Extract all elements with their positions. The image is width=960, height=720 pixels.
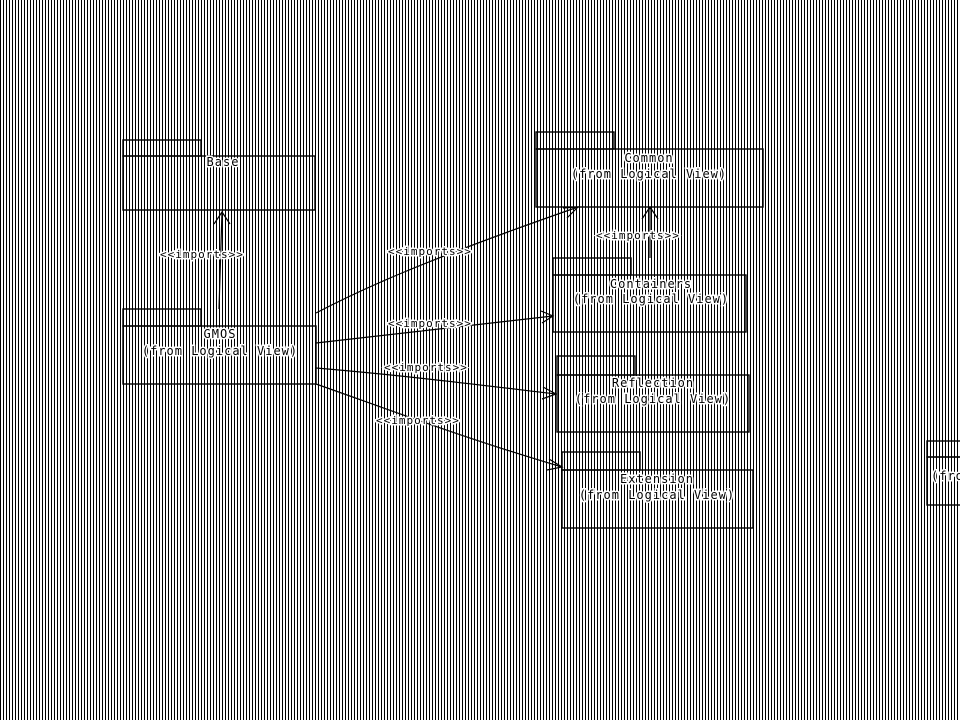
package-extension[interactable]: Extension (from Logical View) — [561, 451, 754, 529]
package-gmos[interactable]: GMOS (from Logical View) — [122, 308, 317, 385]
package-name: Base — [207, 155, 240, 169]
package-common[interactable]: Common (from Logical View) — [535, 131, 764, 208]
package-origin: (from Logical View) — [142, 344, 298, 358]
package-origin: (from Logical View) — [575, 392, 731, 406]
package-name: Extension — [620, 472, 694, 486]
dependency-label-containers-common: <<imports>> — [596, 229, 680, 242]
dependency-gmos-base[interactable] — [213, 210, 231, 310]
dependency-label-gmos-reflection: <<imports>> — [384, 361, 468, 374]
dependency-label-gmos-common: <<imports>> — [388, 245, 472, 258]
package-origin: (fro — [931, 469, 960, 483]
package-origin: (from Logical View) — [579, 488, 735, 502]
package-name: Common — [624, 151, 673, 165]
package-name: Reflection — [612, 376, 694, 390]
dependency-label-gmos-containers: <<imports>> — [388, 317, 472, 330]
package-base[interactable]: Base — [122, 139, 316, 211]
dependency-gmos-reflection[interactable] — [315, 367, 558, 400]
package-offscreen[interactable]: (fro — [926, 440, 960, 506]
dependency-gmos-extension[interactable] — [315, 383, 564, 471]
package-name: Containers — [610, 277, 692, 291]
dependency-gmos-common[interactable] — [315, 206, 580, 314]
package-origin: (from Logical View) — [573, 292, 729, 306]
package-reflection[interactable]: Reflection (from Logical View) — [556, 355, 750, 433]
package-origin: (from Logical View) — [571, 167, 727, 181]
dependency-label-gmos-extension: <<imports>> — [376, 414, 460, 427]
package-containers[interactable]: Containers (from Logical View) — [552, 257, 747, 333]
dependency-label-gmos-base: <<imports>> — [160, 248, 244, 261]
package-name: GMOS — [204, 327, 237, 341]
